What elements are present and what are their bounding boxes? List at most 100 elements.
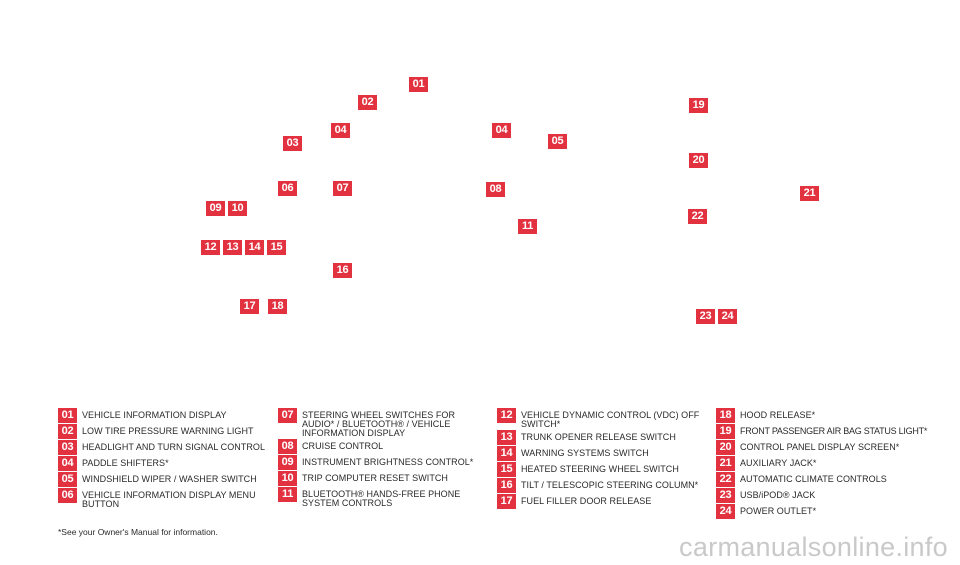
legend-item: 10 TRIP COMPUTER RESET SWITCH: [278, 471, 483, 486]
callout-01: 01: [409, 77, 428, 92]
callout-02: 02: [358, 95, 377, 110]
legend-column-4: 18 HOOD RELEASE* 19 FRONT PASSENGER AIR BA…: [716, 408, 948, 520]
legend-text: AUXILIARY JACK*: [740, 458, 817, 468]
legend-text: VEHICLE INFORMATION DISPLAY MENU BUTTON: [82, 490, 256, 509]
legend-item: 13 TRUNK OPENER RELEASE SWITCH: [497, 430, 712, 445]
legend-number: 20: [716, 440, 735, 455]
watermark: carmanualsonline.info: [679, 532, 948, 562]
legend-item: 12 VEHICLE DYNAMIC CONTROL (VDC) OFF SWIT…: [497, 408, 706, 429]
legend-text: POWER OUTLET*: [740, 506, 817, 516]
legend-text: BLUETOOTH® HANDS-FREE PHONE SYSTEM CONTR…: [302, 489, 461, 508]
legend-number: 18: [716, 408, 735, 423]
legend-item: 22 AUTOMATIC CLIMATE CONTROLS: [716, 472, 948, 487]
callout-04-left: 04: [331, 123, 350, 138]
legend-item: 16 TILT / TELESCOPIC STEERING COLUMN*: [497, 478, 712, 493]
legend-text: VEHICLE DYNAMIC CONTROL (VDC) OFF SWITCH…: [521, 410, 700, 429]
legend-text: TILT / TELESCOPIC STEERING COLUMN*: [521, 480, 699, 490]
legend-text: HEADLIGHT AND TURN SIGNAL CONTROL: [82, 442, 266, 452]
callout-14: 14: [245, 240, 264, 255]
legend-text: PADDLE SHIFTERS*: [82, 458, 169, 468]
legend-item: 09 INSTRUMENT BRIGHTNESS CONTROL*: [278, 455, 483, 470]
legend-number: 17: [497, 494, 516, 509]
legend-text: VEHICLE INFORMATION DISPLAY: [82, 410, 227, 420]
legend-number: 14: [497, 446, 516, 461]
legend-number: 23: [716, 488, 735, 503]
legend-item: 17 FUEL FILLER DOOR RELEASE: [497, 494, 712, 509]
legend-text: TRIP COMPUTER RESET SWITCH: [302, 473, 448, 483]
legend-item: 05 WINDSHIELD WIPER / WASHER SWITCH: [58, 472, 278, 487]
legend-item: 07 STEERING WHEEL SWITCHES FOR AUDIO* / B…: [278, 408, 487, 438]
legend-column-3: 12 VEHICLE DYNAMIC CONTROL (VDC) OFF SWIT…: [497, 408, 712, 510]
legend-number: 11: [278, 487, 297, 502]
legend-text: WARNING SYSTEMS SWITCH: [521, 448, 649, 458]
callout-10: 10: [228, 201, 247, 216]
callout-05: 05: [548, 134, 567, 149]
callout-16: 16: [333, 263, 352, 278]
legend-text: TRUNK OPENER RELEASE SWITCH: [521, 432, 676, 442]
callout-23: 23: [696, 309, 715, 324]
legend-column-2: 07 STEERING WHEEL SWITCHES FOR AUDIO* / B…: [278, 408, 483, 509]
callout-17: 17: [240, 299, 259, 314]
legend-text: HOOD RELEASE*: [740, 410, 816, 420]
legend-item: 19 FRONT PASSENGER AIR BAG STATUS LIGHT*: [716, 424, 948, 439]
callout-24: 24: [718, 309, 737, 324]
footnote: *See your Owner's Manual for information…: [58, 527, 218, 537]
callout-07: 07: [333, 181, 352, 196]
legend-item: 18 HOOD RELEASE*: [716, 408, 948, 423]
legend-number: 22: [716, 472, 735, 487]
callout-20: 20: [689, 153, 708, 168]
legend-item: 08 CRUISE CONTROL: [278, 439, 483, 454]
legend-number: 01: [58, 408, 77, 423]
callout-08: 08: [486, 182, 505, 197]
legend-number: 07: [278, 408, 297, 423]
legend-item: 03 HEADLIGHT AND TURN SIGNAL CONTROL: [58, 440, 278, 455]
callout-09: 09: [206, 201, 225, 216]
callout-04-right: 04: [492, 123, 511, 138]
callout-19: 19: [689, 98, 708, 113]
legend-text: HEATED STEERING WHEEL SWITCH: [521, 464, 679, 474]
legend-item: 11 BLUETOOTH® HANDS-FREE PHONE SYSTEM CON…: [278, 487, 487, 508]
legend-item: 04 PADDLE SHIFTERS*: [58, 456, 278, 471]
legend-number: 15: [497, 462, 516, 477]
legend-item: 24 POWER OUTLET*: [716, 504, 948, 519]
callout-12: 12: [201, 240, 220, 255]
legend-text: LOW TIRE PRESSURE WARNING LIGHT: [82, 426, 254, 436]
callout-11: 11: [518, 219, 537, 234]
legend-text: FRONT PASSENGER AIR BAG STATUS LIGHT*: [740, 426, 928, 436]
legend-number: 09: [278, 455, 297, 470]
legend-text: INSTRUMENT BRIGHTNESS CONTROL*: [302, 457, 474, 467]
legend-number: 16: [497, 478, 516, 493]
callout-06: 06: [278, 181, 297, 196]
legend-item: 06 VEHICLE INFORMATION DISPLAY MENU BUTTO…: [58, 488, 262, 509]
legend-item: 21 AUXILIARY JACK*: [716, 456, 948, 471]
legend-item: 15 HEATED STEERING WHEEL SWITCH: [497, 462, 712, 477]
legend-number: 24: [716, 504, 735, 519]
legend-text: USB/iPOD® JACK: [740, 490, 816, 500]
callout-03: 03: [283, 136, 302, 151]
legend-number: 04: [58, 456, 77, 471]
legend-item: 14 WARNING SYSTEMS SWITCH: [497, 446, 712, 461]
legend-number: 21: [716, 456, 735, 471]
legend-number: 03: [58, 440, 77, 455]
legend-number: 08: [278, 439, 297, 454]
legend-number: 13: [497, 430, 516, 445]
callout-13: 13: [223, 240, 242, 255]
legend-text: FUEL FILLER DOOR RELEASE: [521, 496, 652, 506]
legend-number: 05: [58, 472, 77, 487]
legend-text: CRUISE CONTROL: [302, 441, 384, 451]
legend-text: CONTROL PANEL DISPLAY SCREEN*: [740, 442, 900, 452]
legend-number: 12: [497, 408, 516, 423]
callout-18: 18: [268, 299, 287, 314]
legend-text: AUTOMATIC CLIMATE CONTROLS: [740, 474, 887, 484]
callout-21: 21: [800, 186, 819, 201]
legend-number: 19: [716, 424, 735, 439]
callout-15: 15: [267, 240, 286, 255]
legend-number: 10: [278, 471, 297, 486]
callout-22: 22: [688, 209, 707, 224]
legend-text: STEERING WHEEL SWITCHES FOR AUDIO* / BLU…: [302, 410, 456, 438]
legend-number: 06: [58, 488, 77, 503]
legend-text: WINDSHIELD WIPER / WASHER SWITCH: [82, 474, 257, 484]
legend-item: 01 VEHICLE INFORMATION DISPLAY: [58, 408, 278, 423]
